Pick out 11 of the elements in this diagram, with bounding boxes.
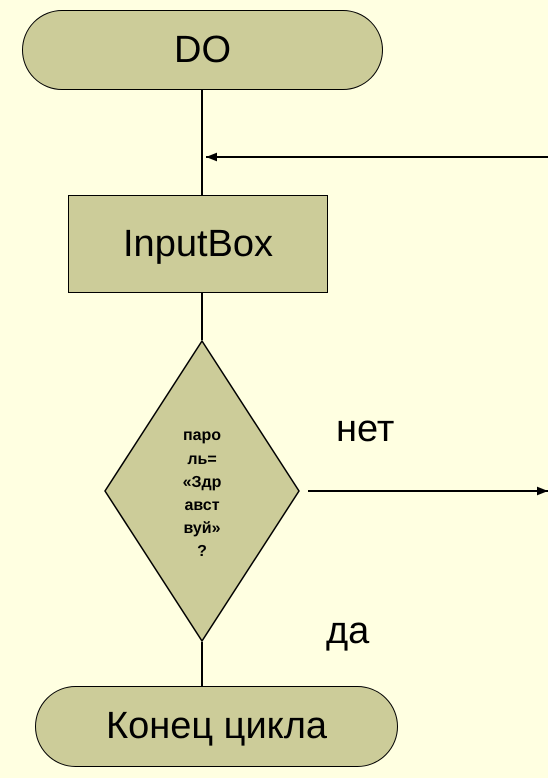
connector-line — [201, 642, 203, 686]
process-box — [68, 195, 328, 293]
connector-line — [201, 293, 203, 340]
arrow — [308, 486, 548, 496]
decision-diamond — [104, 340, 300, 642]
arrow — [206, 152, 548, 162]
connector-line — [201, 90, 203, 195]
node-text: InputBox — [123, 222, 273, 266]
node-text: DO — [174, 28, 231, 72]
node-text: Конец цикла — [106, 705, 328, 748]
node-text: пароль= «Здравствуй» ? — [182, 426, 222, 562]
